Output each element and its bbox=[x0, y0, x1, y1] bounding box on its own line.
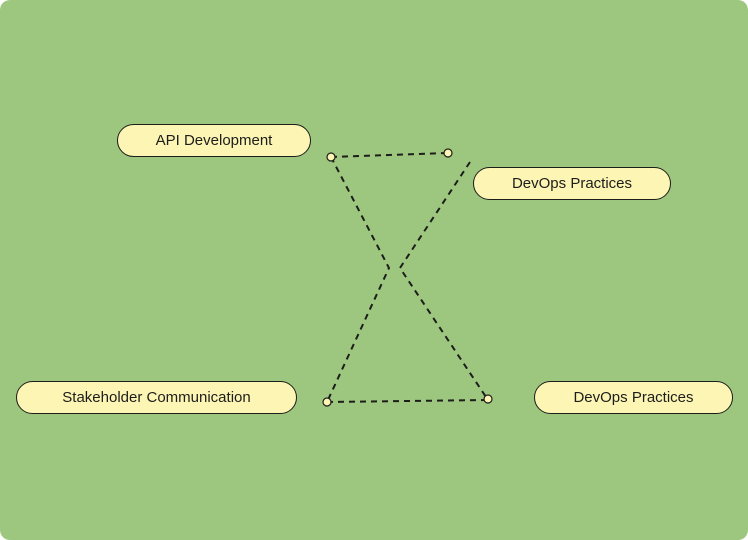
connector-top bbox=[330, 152, 449, 158]
connector-cross-a bbox=[326, 156, 391, 403]
node-api-development[interactable]: API Development bbox=[117, 124, 311, 157]
node-label: API Development bbox=[155, 132, 273, 149]
connector-endpoint[interactable] bbox=[483, 394, 493, 404]
connector-endpoint[interactable] bbox=[322, 397, 332, 407]
node-label: Stakeholder Communication bbox=[62, 389, 251, 406]
connector-bottom bbox=[326, 399, 489, 403]
node-stakeholder-communication[interactable]: Stakeholder Communication bbox=[16, 381, 297, 414]
connector-endpoint[interactable] bbox=[443, 148, 453, 158]
connector-cross-b bbox=[398, 161, 489, 401]
node-devops-practices[interactable]: DevOps Practices bbox=[473, 167, 671, 200]
connector-endpoint[interactable] bbox=[326, 152, 336, 162]
node-devops-practices-2[interactable]: DevOps Practices bbox=[534, 381, 733, 414]
node-label: DevOps Practices bbox=[573, 389, 694, 406]
node-label: DevOps Practices bbox=[511, 175, 633, 192]
